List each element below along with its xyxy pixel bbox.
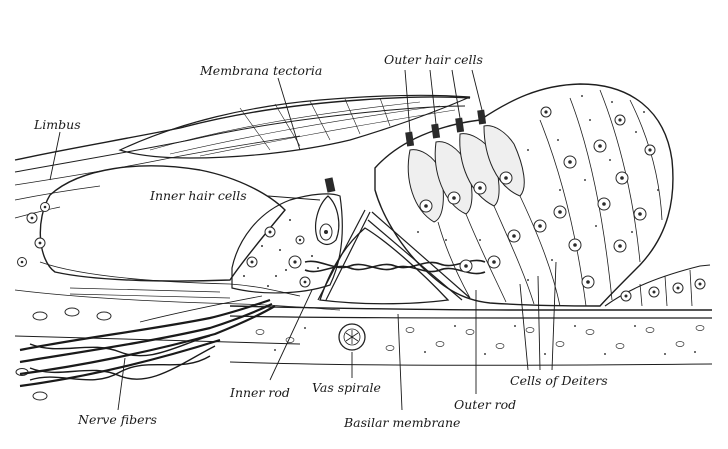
label-nerve-fibers: Nerve fibers: [77, 412, 157, 427]
label-inner-hair-cells: Inner hair cells: [149, 188, 247, 203]
label-vas-spirale: Vas spirale: [312, 380, 381, 395]
label-cells-of-deiters: Cells of Deiters: [510, 373, 608, 388]
limbus-structure: [15, 97, 470, 310]
claudius-cells: [605, 265, 710, 306]
label-membrana-tectoria: Membrana tectoria: [199, 63, 322, 78]
nerve-fiber-bundle: [20, 296, 275, 386]
inner-hair-cell-region: [232, 177, 342, 293]
membrana-tectoria-shape: [120, 95, 470, 158]
label-outer-rod: Outer rod: [454, 397, 516, 412]
tunnel-of-corti: [305, 210, 485, 304]
label-basilar-membrane: Basilar membrane: [343, 415, 460, 430]
label-outer-hair-cells: Outer hair cells: [384, 52, 483, 67]
vas-spirale-vessel: [339, 324, 365, 350]
label-inner-rod: Inner rod: [229, 385, 290, 400]
label-limbus: Limbus: [33, 117, 81, 132]
